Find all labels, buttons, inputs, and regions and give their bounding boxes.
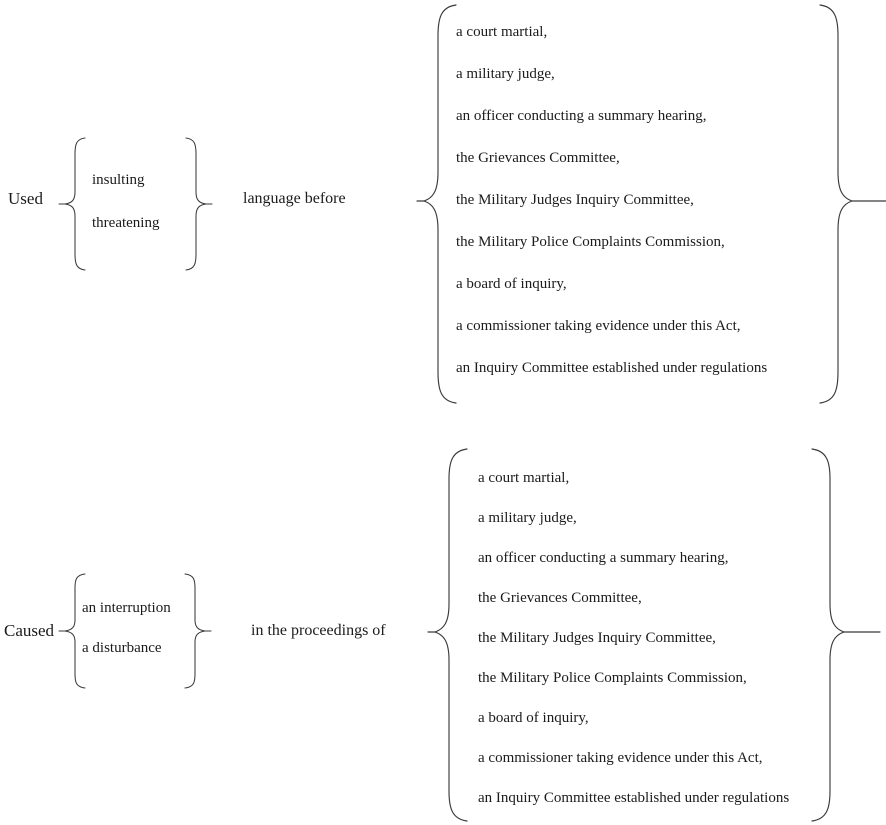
block1-target-0: a court martial,: [456, 24, 548, 40]
block2-alternatives-left-brace-icon: [58, 573, 86, 689]
block2-targets-right-brace-icon: [811, 448, 881, 822]
block1-alternatives-left-brace-icon: [58, 137, 86, 271]
block2-alternative-1: a disturbance: [82, 640, 162, 656]
block1-lead-label: Used: [8, 189, 43, 208]
block2-target-4: the Military Judges Inquiry Committee,: [478, 630, 716, 646]
block2-target-8: an Inquiry Committee established under r…: [478, 790, 790, 806]
block2-target-0: a court martial,: [478, 470, 570, 486]
block2-lead-label: Caused: [4, 621, 55, 640]
block1-alternatives-right-brace-icon: [185, 137, 213, 271]
block2-target-3: the Grievances Committee,: [478, 590, 642, 606]
block1-target-3: the Grievances Committee,: [456, 150, 620, 166]
block2-target-7: a commissioner taking evidence under thi…: [478, 750, 763, 766]
block1-target-2: an officer conducting a summary hearing,: [456, 108, 707, 124]
block1-target-7: a commissioner taking evidence under thi…: [456, 318, 741, 334]
block2-target-2: an officer conducting a summary hearing,: [478, 550, 729, 566]
block2-target-1: a military judge,: [478, 510, 577, 526]
block1-targets-left-brace-icon: [416, 4, 457, 404]
block1-target-4: the Military Judges Inquiry Committee,: [456, 192, 694, 208]
block1-target-1: a military judge,: [456, 66, 555, 82]
block1-alternative-0: insulting: [92, 172, 145, 188]
block1-targets-right-brace-icon: [819, 4, 886, 404]
block1-target-5: the Military Police Complaints Commissio…: [456, 234, 725, 250]
block1-target-8: an Inquiry Committee established under r…: [456, 360, 768, 376]
block2-alternatives-right-brace-icon: [184, 573, 212, 689]
block2-connector-label: in the proceedings of: [251, 622, 386, 639]
block2-target-6: a board of inquiry,: [478, 710, 589, 726]
block2-targets-left-brace-icon: [427, 448, 468, 822]
block1-target-6: a board of inquiry,: [456, 276, 567, 292]
block2-alternative-0: an interruption: [82, 600, 171, 616]
block2-target-5: the Military Police Complaints Commissio…: [478, 670, 747, 686]
block1-alternative-1: threatening: [92, 215, 160, 231]
block1-connector-label: language before: [243, 190, 346, 207]
